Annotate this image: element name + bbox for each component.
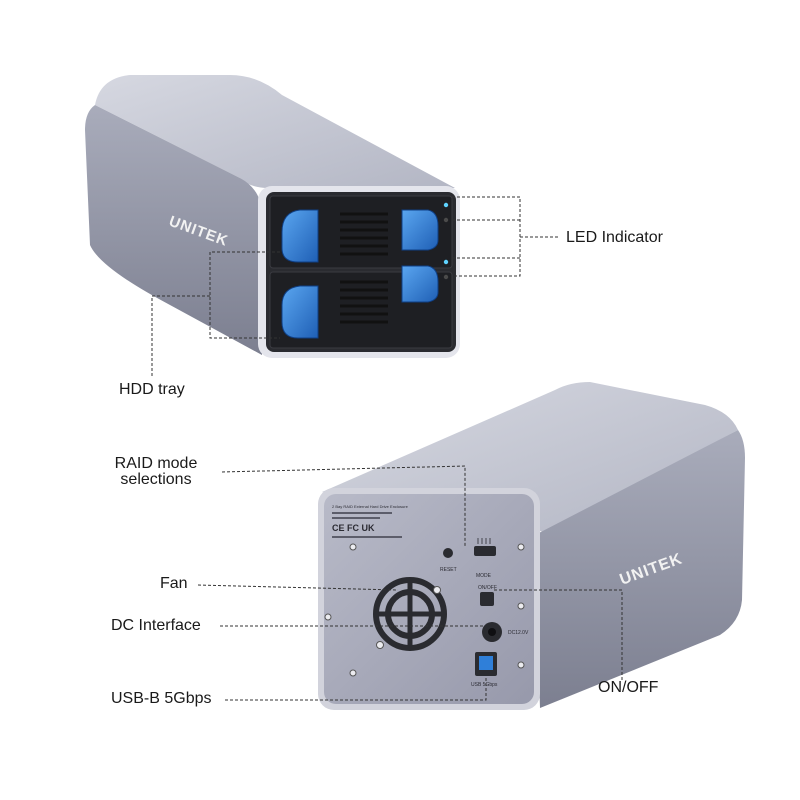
dc-jack[interactable]: DC12.0V (482, 622, 529, 642)
rear-enclosure-side (535, 430, 745, 708)
callout-usb-b: USB-B 5Gbps (111, 690, 212, 707)
callout-raid-mode: RAID mode selections (114, 455, 198, 488)
mode-label: MODE (476, 573, 492, 579)
fan-grille (373, 577, 447, 651)
dc-label: DC12.0V (508, 630, 529, 636)
reset-label: RESET (440, 567, 457, 573)
callout-on-off: ON/OFF (598, 679, 659, 696)
callout-hdd-tray: HDD tray (119, 381, 185, 398)
callout-fan: Fan (160, 575, 188, 592)
usb-label: USB 5Gbps (471, 682, 498, 688)
on-off-label: ON/OFF (478, 585, 497, 591)
svg-text:CE FC UK: CE FC UK (332, 523, 375, 533)
hdd-tray-upper (269, 195, 453, 269)
leader-lines (151, 196, 623, 701)
led-indicators (443, 202, 449, 280)
raid-mode-switch[interactable]: MODE (474, 538, 496, 579)
front-enclosure-side (85, 105, 262, 355)
usb-b-port[interactable]: USB 5Gbps (471, 652, 498, 688)
back-panel-title: 2 Bay RAID External Hard Drive Enclosure (332, 504, 409, 509)
rear-enclosure: 2 Bay RAID External Hard Drive Enclosure… (318, 382, 745, 710)
regulatory-label: 2 Bay RAID External Hard Drive Enclosure… (332, 504, 409, 538)
reset-button[interactable]: RESET (440, 548, 457, 573)
callout-led-indicator: LED Indicator (566, 229, 663, 246)
power-switch[interactable]: ON/OFF (478, 585, 497, 606)
screws (324, 543, 525, 677)
hdd-tray-lower (269, 265, 453, 349)
front-enclosure: UNITEK (85, 75, 460, 358)
callout-dc-interface: DC Interface (111, 617, 201, 634)
front-enclosure-top (95, 75, 455, 188)
